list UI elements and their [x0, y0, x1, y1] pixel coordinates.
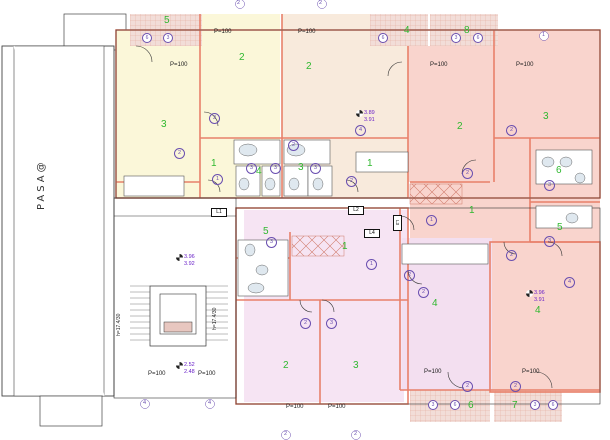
grid-marker: 2	[284, 431, 288, 437]
unit-a-living-room	[116, 30, 204, 198]
door-marker: 2	[209, 113, 220, 124]
room-number: 4	[535, 305, 541, 316]
room-number: 2	[283, 360, 289, 371]
room-number: 1	[367, 158, 373, 169]
balcony-tag: 6	[378, 33, 388, 43]
door-marker: 3	[310, 163, 321, 174]
lift-tag: L1	[211, 208, 227, 217]
room-number: 3	[353, 360, 359, 371]
door-marker: 3	[246, 163, 257, 174]
grid-marker: 2	[354, 431, 358, 437]
room-number: 2	[457, 121, 463, 132]
level-icon	[176, 362, 183, 369]
balcony-tag: 6	[142, 33, 152, 43]
grid-marker: 2	[237, 0, 241, 6]
room-number: 4	[256, 166, 262, 177]
room-number: 4	[404, 25, 410, 36]
room-number: 1	[211, 158, 217, 169]
p-label: P=100	[424, 369, 442, 375]
door-marker: 2	[288, 140, 299, 151]
unit-c-room-4	[490, 242, 600, 392]
door-marker: 2	[506, 125, 517, 136]
door-marker: 2	[174, 148, 185, 159]
door-marker: 2	[404, 270, 415, 281]
door-marker: 2	[418, 287, 429, 298]
p-label: P=100	[214, 29, 232, 35]
grid-marker: 4	[143, 400, 147, 406]
lift-tag: L2	[348, 206, 364, 215]
room-number: 5	[164, 15, 170, 26]
room-number: 2	[306, 61, 312, 72]
balcony-tag: 6	[548, 400, 558, 410]
p-label: P=100	[298, 29, 316, 35]
p-label: P=100	[286, 404, 304, 410]
door-marker: 3	[266, 237, 277, 248]
grid-marker: 1	[542, 32, 546, 38]
room-number: 8	[464, 25, 470, 36]
room-number: 3	[543, 111, 549, 122]
level-icon	[526, 290, 533, 297]
p-label: P=100	[430, 62, 448, 68]
unit-c-bedroom-2	[408, 46, 496, 182]
stair-label: h=17.4/30	[116, 313, 122, 336]
door-marker: 4	[355, 125, 366, 136]
room-number: 6	[468, 400, 474, 411]
door-marker: 3	[544, 180, 555, 191]
room-number: 1	[342, 241, 348, 252]
door-marker: 4	[564, 277, 575, 288]
door-marker: 2	[462, 168, 473, 179]
p-label: P=100	[522, 369, 540, 375]
level-icon	[176, 254, 183, 261]
room-number: 1	[469, 205, 475, 216]
door-marker: 3	[326, 318, 337, 329]
balcony-tag: 3	[530, 400, 540, 410]
p-label: P=100	[328, 404, 346, 410]
door-marker: 2	[462, 381, 473, 392]
door-marker: 2	[300, 318, 311, 329]
door-marker: 1	[366, 259, 377, 270]
balcony-tag: 6	[450, 400, 460, 410]
room-number: 3	[298, 162, 304, 173]
balcony-tag: 3	[451, 33, 461, 43]
room-number: 7	[512, 400, 518, 411]
p-label: P=100	[148, 371, 166, 377]
unit-d-bedrooms	[244, 300, 404, 402]
door-marker: 1	[212, 174, 223, 185]
lift-tag: L4	[364, 229, 380, 238]
door-marker: 2	[510, 381, 521, 392]
balcony-tag: 3	[428, 400, 438, 410]
room-number: 5	[263, 226, 269, 237]
room-number: 6	[556, 165, 562, 176]
lift-tag: L3	[393, 215, 402, 231]
door-marker: 2	[346, 176, 357, 187]
p-label: P=100	[170, 62, 188, 68]
room-number: 3	[161, 119, 167, 130]
door-marker: 3	[270, 163, 281, 174]
room-number: 4	[432, 298, 438, 309]
p-label: P=100	[516, 62, 534, 68]
balcony-tag: 6	[473, 33, 483, 43]
door-marker: 1	[426, 215, 437, 226]
grid-marker: 4	[208, 400, 212, 406]
balcony-tag: 3	[163, 33, 173, 43]
room-number: 5	[557, 222, 563, 233]
grid-marker: 2	[319, 0, 323, 6]
door-marker: 3	[544, 236, 555, 247]
level-icon	[356, 110, 363, 117]
building-label: PASA@	[36, 159, 47, 210]
room-number: 2	[239, 52, 245, 63]
stair-label: h=17.4/30	[212, 307, 218, 330]
door-marker: 2	[506, 250, 517, 261]
p-label: P=100	[198, 371, 216, 377]
